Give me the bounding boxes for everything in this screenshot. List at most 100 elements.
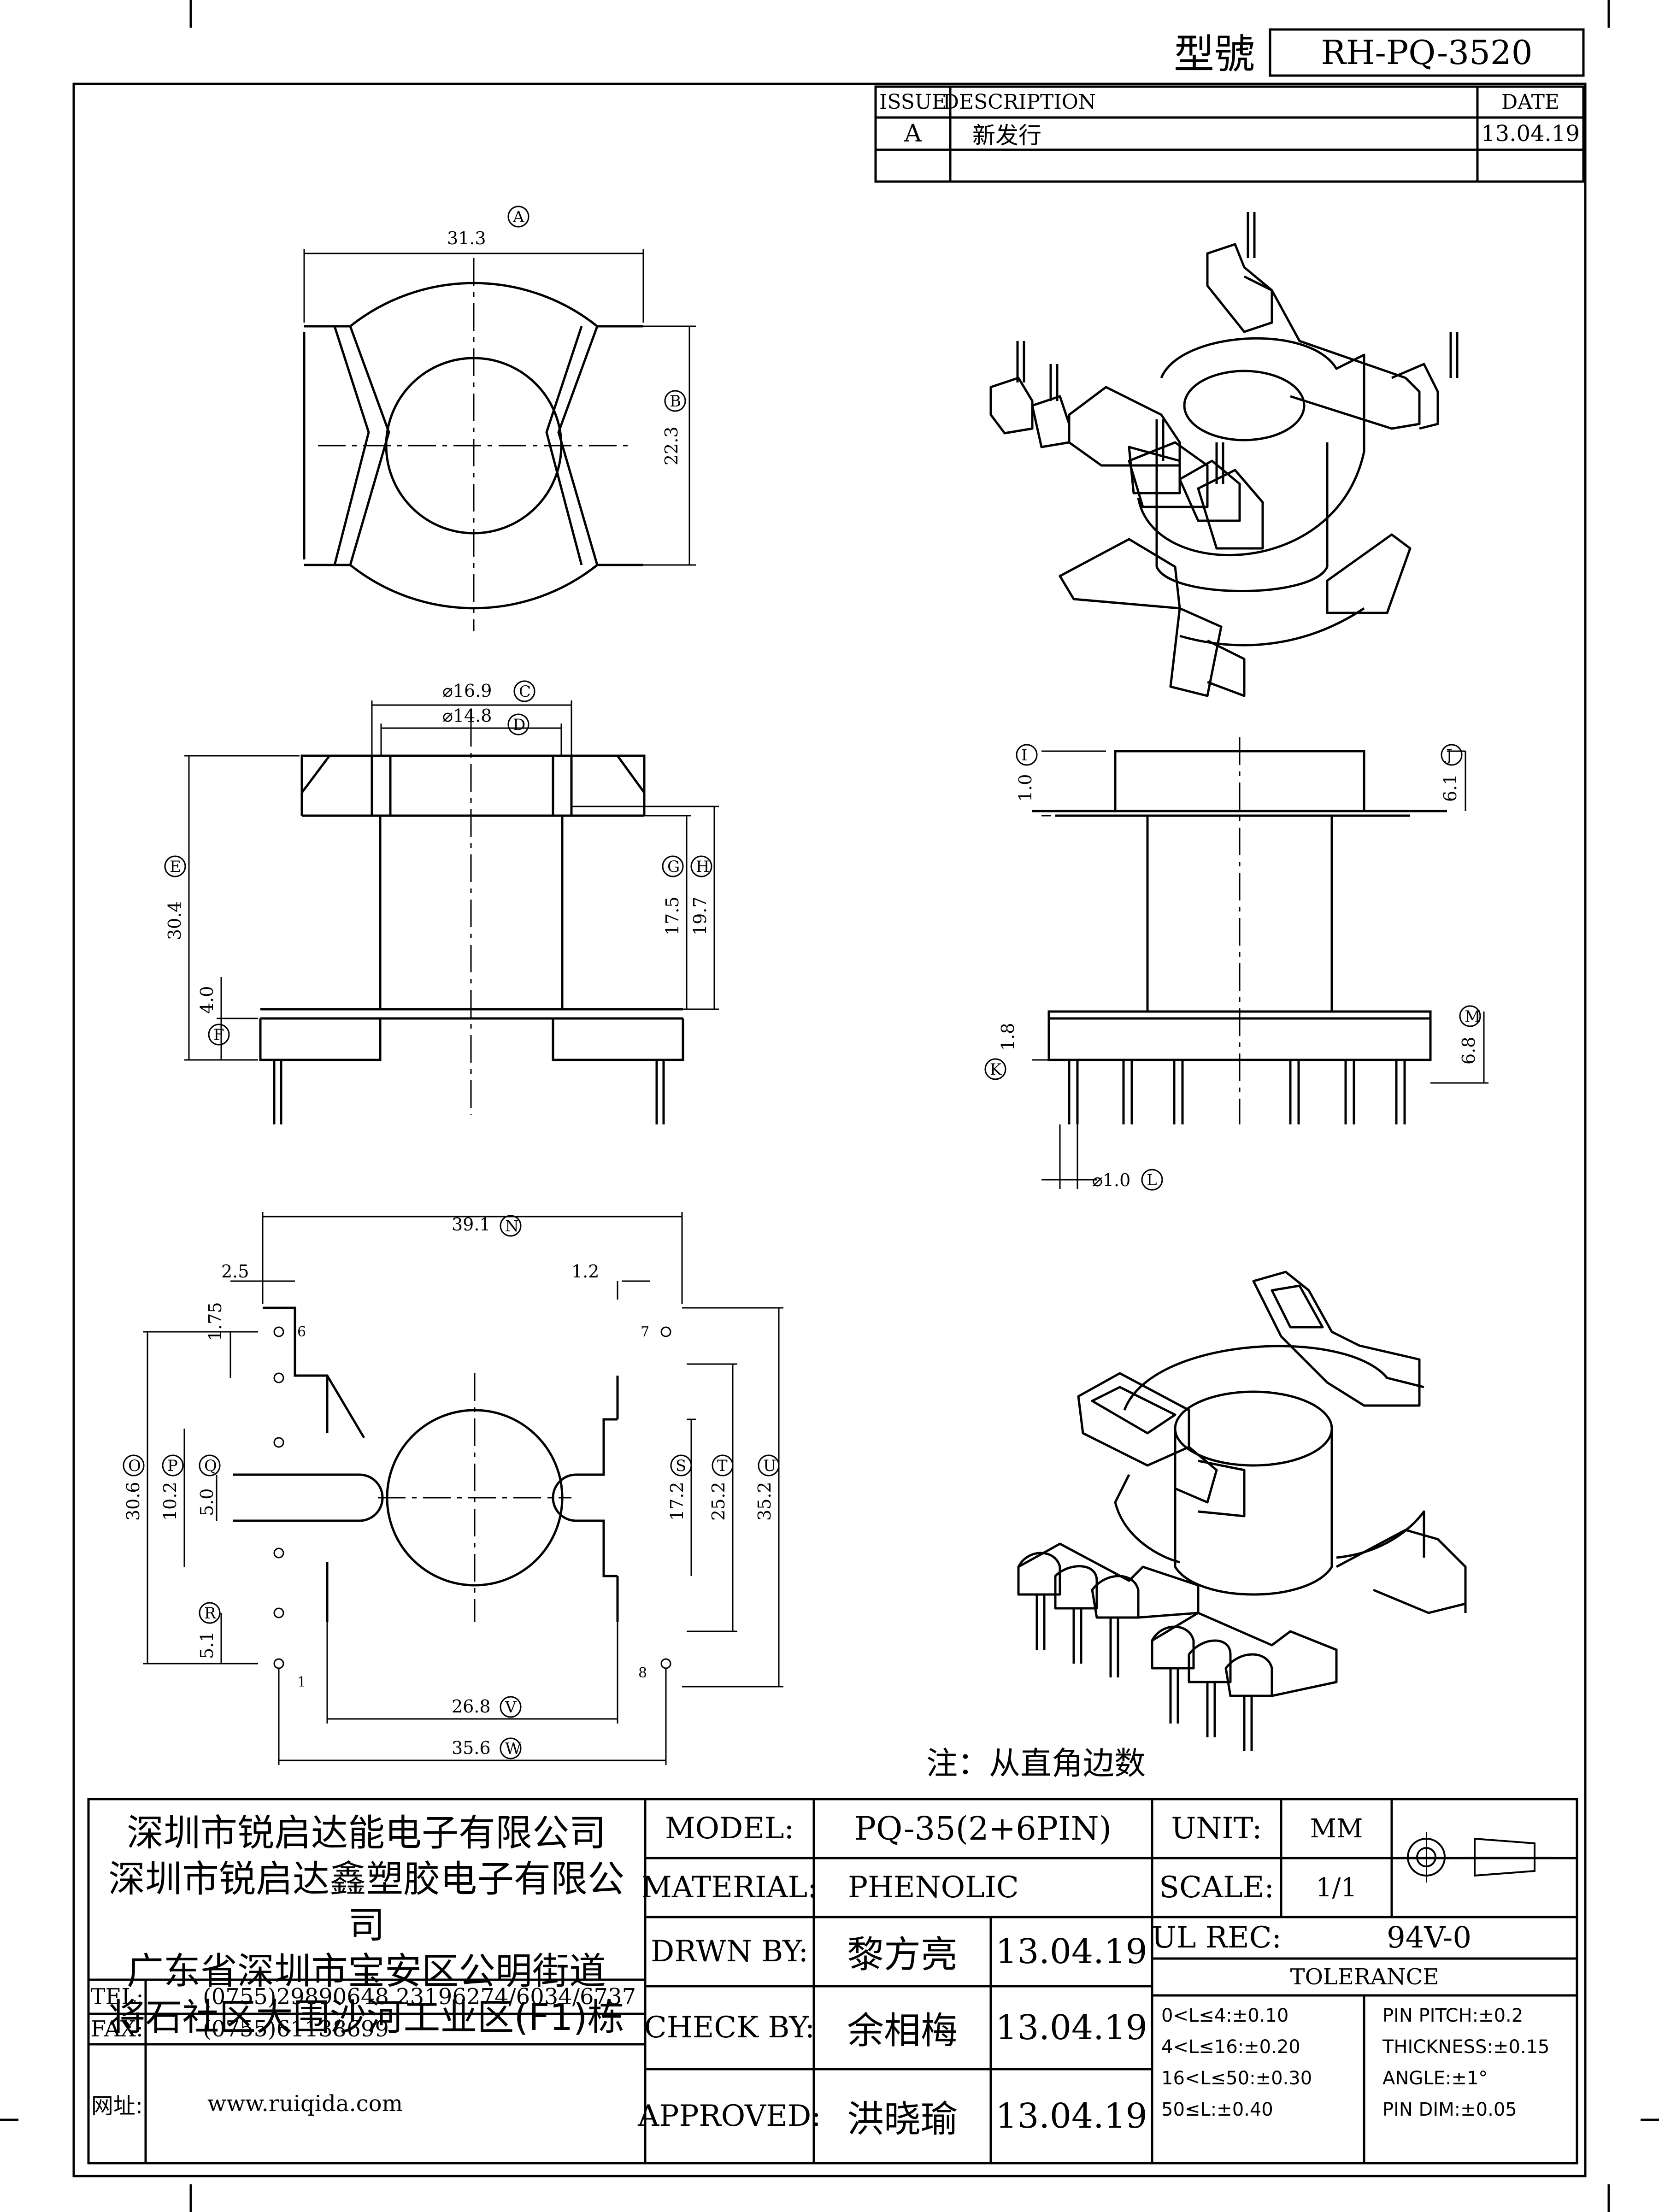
dim-text-H: 19.7 (690, 896, 710, 935)
bottom-view (143, 1212, 783, 1765)
rev-header-date: DATE (1501, 90, 1560, 114)
unit-value: MM (1310, 1813, 1363, 1844)
marker-L: L (1141, 1169, 1163, 1191)
dim-text-D: ⌀14.8 (442, 706, 492, 726)
rev-header-issue: ISSUE (879, 90, 947, 114)
dim-text-pitch-top: 2.5 (221, 1261, 249, 1282)
approved-date: 13.04.19 (995, 2096, 1147, 2136)
svg-text:V: V (505, 1698, 517, 1717)
svg-text:U: U (763, 1457, 777, 1475)
tel-label: TEL: (90, 1984, 144, 2010)
fax-value: (0755)61138699 (203, 2016, 389, 2042)
svg-text:B: B (670, 392, 681, 411)
marker-H: H (690, 855, 712, 877)
ul-rec-value: 94V-0 (1386, 1921, 1472, 1955)
marker-J: J (1441, 744, 1463, 766)
svg-text:S: S (676, 1457, 686, 1475)
company-line-1: 深圳市锐启达能电子有限公司 (127, 1812, 606, 1854)
svg-text:O: O (128, 1457, 141, 1475)
drawn-by-date: 13.04.19 (995, 1932, 1147, 1971)
front-view (184, 700, 719, 1124)
check-by-date: 13.04.19 (995, 2008, 1147, 2047)
approved-name: 洪晓瑜 (847, 2098, 958, 2141)
marker-I: I (1016, 744, 1038, 766)
dim-text-K: 1.8 (998, 1023, 1018, 1051)
marker-W: W (500, 1737, 522, 1759)
material-label: MATERIAL: (641, 1871, 818, 1905)
revision-table (874, 85, 1585, 183)
model-number: RH-PQ-3520 (1321, 33, 1533, 72)
dim-text-O: 30.6 (123, 1482, 143, 1521)
marker-N: N (500, 1215, 522, 1237)
svg-text:W: W (505, 1740, 521, 1758)
drawing-note: 注：从直角边数 (926, 1745, 1146, 1782)
marker-U: U (758, 1454, 780, 1477)
dim-text-gap: 1.2 (571, 1261, 599, 1282)
pin-number-6: 6 (297, 1324, 306, 1340)
tolerance-range-3: 16<L≤50:±0.30 (1161, 2068, 1312, 2089)
model-field-label: MODEL: (665, 1812, 794, 1846)
fax-label: FAX: (90, 2016, 144, 2042)
marker-V: V (500, 1696, 522, 1718)
company-line-4: 将石社区大围沙河工业区(F1)栋 (108, 1996, 624, 2039)
rev-row-issue: A (904, 120, 922, 147)
dim-text-B: 22.3 (661, 426, 682, 465)
model-label: 型號 (1173, 30, 1255, 78)
dim-text-W: 35.6 (452, 1738, 491, 1758)
tolerance-pin-pitch: PIN PITCH:±0.2 (1382, 2005, 1524, 2026)
drawn-by-name: 黎方亮 (847, 1933, 958, 1976)
pin-number-7: 7 (641, 1324, 649, 1340)
dim-text-S: 17.2 (667, 1482, 687, 1521)
svg-text:M: M (1465, 1007, 1481, 1026)
marker-M: M (1459, 1005, 1481, 1027)
svg-text:L: L (1147, 1171, 1157, 1189)
company-line-2: 深圳市锐启达鑫塑胶电子有限公司 (108, 1858, 624, 1947)
dim-text-E: 30.4 (165, 901, 185, 940)
svg-text:I: I (1021, 746, 1027, 765)
dim-text-F: 4.0 (197, 986, 217, 1014)
approved-label: APPROVED: (638, 2099, 821, 2133)
marker-Q: Q (199, 1454, 221, 1477)
title-block-grid (87, 1798, 1578, 2165)
drawn-by-label: DRWN BY: (650, 1935, 809, 1969)
tolerance-pin-dim: PIN DIM:±0.05 (1382, 2099, 1517, 2120)
side-view (1032, 750, 1488, 1189)
web-value: www.ruiqida.com (207, 2091, 403, 2117)
dim-text-R: 5.1 (197, 1631, 217, 1659)
isometric-view-bottom (1017, 1271, 1467, 1751)
svg-text:D: D (513, 716, 525, 734)
svg-text:K: K (990, 1060, 1002, 1079)
svg-text:T: T (717, 1457, 728, 1475)
svg-text:Q: Q (204, 1457, 217, 1475)
dim-text-M: 6.8 (1459, 1037, 1479, 1065)
company-info: 深圳市锐启达能电子有限公司 深圳市锐启达鑫塑胶电子有限公司 广东省深圳市宝安区公… (92, 1810, 641, 2041)
marker-S: S (670, 1454, 692, 1477)
tolerance-angle: ANGLE:±1° (1382, 2068, 1488, 2089)
drawing-border (72, 82, 1587, 2177)
projection-symbol (1401, 1832, 1553, 1883)
tolerance-label: TOLERANCE (1290, 1964, 1439, 1990)
isometric-view-top (989, 212, 1459, 697)
marker-E: E (164, 855, 186, 877)
marker-R: R (199, 1602, 221, 1624)
svg-text:R: R (204, 1604, 217, 1623)
dim-text-L: ⌀1.0 (1092, 1170, 1130, 1190)
tolerance-range-4: 50≤L:±0.40 (1161, 2099, 1273, 2120)
unit-label: UNIT: (1171, 1812, 1262, 1846)
scale-value: 1/1 (1315, 1872, 1358, 1903)
top-view (303, 249, 696, 610)
svg-text:E: E (170, 858, 181, 876)
svg-text:C: C (519, 682, 531, 701)
dim-text-V: 26.8 (452, 1696, 491, 1717)
dim-text-U: 35.2 (754, 1482, 775, 1521)
marker-K: K (984, 1058, 1006, 1080)
marker-F: F (208, 1024, 230, 1046)
tolerance-specs: PIN PITCH:±0.2 THICKNESS:±0.15 ANGLE:±1°… (1382, 2000, 1576, 2125)
marker-T: T (712, 1454, 734, 1477)
tolerance-thickness: THICKNESS:±0.15 (1382, 2036, 1550, 2058)
dim-text-I: 1.0 (1015, 774, 1035, 802)
marker-B: B (664, 390, 686, 412)
rev-row-description: 新发行 (972, 122, 1041, 149)
marker-G: G (662, 855, 684, 877)
